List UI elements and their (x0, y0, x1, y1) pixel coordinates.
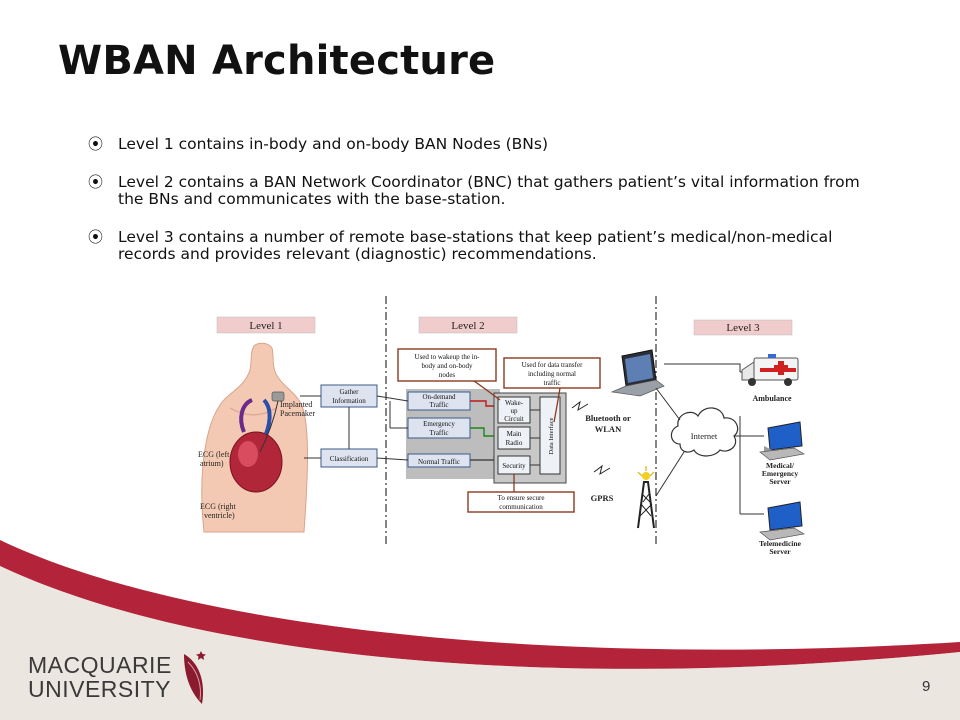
bullet-item: ⦿ Level 1 contains in-body and on-body B… (88, 136, 888, 153)
macquarie-university-logo: MACQUARIE UNIVERSITY (28, 650, 228, 710)
svg-text:Main: Main (507, 430, 522, 438)
logo-text: UNIVERSITY (28, 676, 172, 702)
connector (655, 387, 681, 421)
footer-swoosh (0, 540, 960, 720)
pacemaker-label: Pacemaker (280, 409, 315, 418)
gprs-tower-icon (637, 466, 655, 529)
on-demand-path (470, 400, 498, 407)
bullet-item: ⦿ Level 3 contains a number of remote ba… (88, 229, 888, 263)
level-2-tag: Level 2 (418, 316, 518, 334)
medical-server-label: Emergency (762, 469, 798, 478)
wban-architecture-diagram: Level 1 Level 2 Level 3 Implant (194, 296, 818, 560)
svg-text:Traffic: Traffic (429, 429, 448, 437)
wakeup-callout: Used to wakeup the in- body and on-body … (397, 348, 497, 382)
ecg-left-label: atrium) (200, 459, 224, 468)
telemedicine-server-label: Server (769, 547, 791, 556)
connector (664, 363, 741, 372)
human-torso-illustration (201, 342, 308, 533)
bullet-text: Level 3 contains a number of remote base… (118, 228, 833, 263)
svg-text:including normal: including normal (528, 370, 576, 378)
medical-server-icon (759, 421, 805, 461)
svg-text:To ensure secure: To ensure secure (498, 494, 545, 502)
level-1-tag: Level 1 (216, 316, 316, 334)
security-box: Security (497, 455, 531, 475)
medical-server-label: Medical/ (766, 461, 795, 470)
svg-text:communication: communication (499, 503, 543, 511)
callout-pointer (473, 380, 501, 401)
connector (376, 395, 409, 402)
internet-label: Internet (691, 431, 718, 441)
bullet-text: Level 2 contains a BAN Network Coordinat… (118, 173, 860, 208)
laptop-icon (610, 349, 665, 397)
svg-text:Level 2: Level 2 (451, 320, 484, 332)
svg-text:Emergency: Emergency (423, 420, 455, 428)
gather-information-box: Gather Information (320, 384, 378, 408)
svg-text:Level 1: Level 1 (249, 320, 282, 332)
svg-text:body and on-body: body and on-body (422, 362, 473, 370)
svg-text:Circuit: Circuit (504, 415, 523, 423)
svg-text:Level 3: Level 3 (726, 322, 760, 334)
telemedicine-server-icon (759, 501, 805, 541)
bluetooth-wlan-label: Bluetooth or (585, 413, 631, 423)
logo-text: MACQUARIE (28, 652, 172, 678)
svg-text:On-demand: On-demand (422, 393, 456, 401)
ambulance-label: Ambulance (752, 394, 792, 403)
normal-traffic-box: Normal Traffic (407, 453, 471, 468)
secure-communication-callout: To ensure secure communication (467, 491, 575, 513)
svg-text:Data Interface: Data Interface (548, 417, 555, 454)
wakeup-circuit-box: Wake- up Circuit (497, 396, 531, 424)
svg-text:traffic: traffic (544, 379, 561, 387)
page-number: 9 (922, 678, 931, 695)
internet-cloud-icon (670, 407, 739, 457)
telemedicine-server-label: Telemedicine (759, 539, 801, 548)
svg-text:Security: Security (502, 462, 526, 470)
ecg-right-label: ventricle) (204, 511, 235, 520)
data-transfer-callout: Used for data transfer including normal … (503, 357, 601, 389)
implanted-label: Implanted (280, 400, 312, 409)
svg-text:Wake-: Wake- (505, 399, 524, 407)
wireless-signal-icon (593, 464, 611, 476)
emergency-traffic-box: Emergency Traffic (407, 417, 471, 439)
ecg-right-label: ECG (right (200, 502, 237, 511)
connector (655, 451, 685, 497)
gprs-label: GPRS (591, 493, 614, 503)
bullet-item: ⦿ Level 2 contains a BAN Network Coordin… (88, 174, 888, 208)
emergency-path (470, 427, 498, 437)
svg-text:up: up (511, 407, 519, 415)
ambulance-icon (741, 354, 799, 386)
wireless-signal-icon (571, 400, 589, 412)
svg-text:Used to wakeup the in-: Used to wakeup the in- (415, 353, 481, 361)
bullet-list: ⦿ Level 1 contains in-body and on-body B… (88, 136, 888, 284)
svg-text:Traffic: Traffic (429, 401, 448, 409)
ecg-left-label: ECG (left (198, 450, 230, 459)
level-3-tag: Level 3 (693, 319, 793, 336)
bluetooth-wlan-label: WLAN (595, 424, 622, 434)
bullet-marker-icon: ⦿ (88, 228, 104, 246)
callout-pointer (553, 387, 561, 423)
svg-text:Used for data transfer: Used for data transfer (522, 361, 584, 369)
on-demand-traffic-box: On-demand Traffic (407, 391, 471, 411)
bullet-text: Level 1 contains in-body and on-body BAN… (118, 135, 549, 153)
svg-text:Classification: Classification (330, 455, 369, 463)
svg-text:Gather: Gather (339, 388, 359, 396)
svg-text:Information: Information (332, 397, 366, 405)
bullet-marker-icon: ⦿ (88, 173, 104, 191)
slide-title: WBAN Architecture (58, 38, 496, 84)
classification-box: Classification (320, 448, 378, 468)
svg-text:Normal Traffic: Normal Traffic (418, 458, 460, 466)
bullet-marker-icon: ⦿ (88, 135, 104, 153)
main-radio-box: Main Radio (497, 426, 531, 450)
lighthouse-emblem-icon (184, 651, 206, 704)
medical-server-label: Server (769, 477, 791, 486)
connector (376, 457, 409, 461)
svg-text:nodes: nodes (439, 371, 456, 379)
svg-text:Radio: Radio (506, 439, 523, 447)
